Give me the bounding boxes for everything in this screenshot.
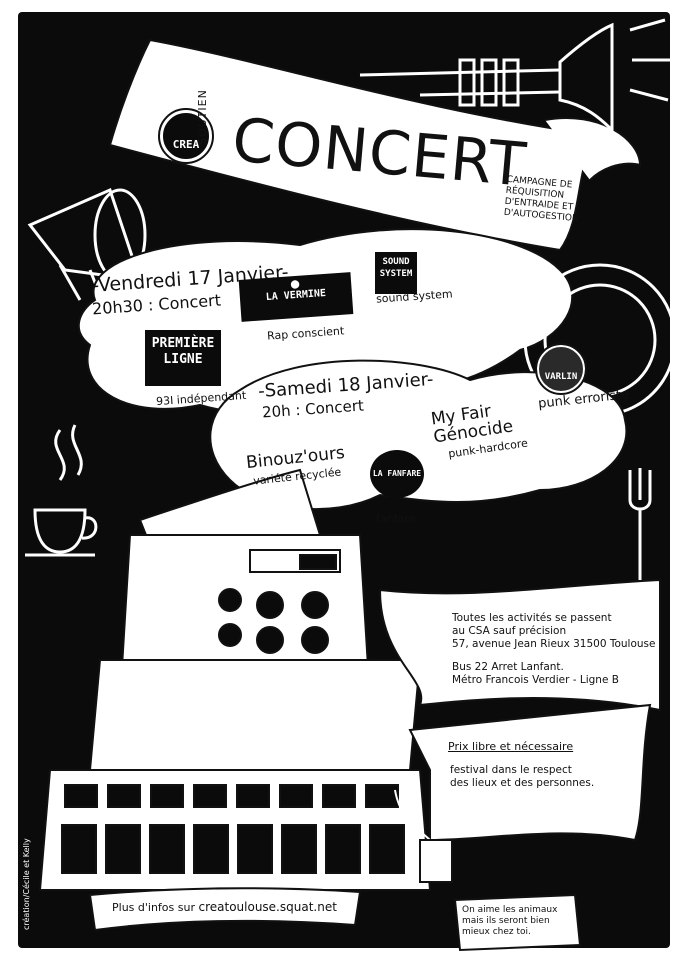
animals-note: On aime les animaux mais ils seront bien… <box>462 905 558 937</box>
animals-note-bg <box>453 893 582 952</box>
cash-register <box>38 534 432 891</box>
info-banner <box>378 578 661 712</box>
soutien-label: SOUTIEN <box>196 89 209 145</box>
la-fanfare-logo: LA FANFARE <box>370 450 424 498</box>
price-title: Prix libre et nécessaire <box>448 740 574 753</box>
day2-cloud <box>209 359 628 511</box>
crea-logo: CREA <box>158 108 214 164</box>
varlin-logo: VARLIN <box>535 343 587 395</box>
coffee-cup-icon <box>25 424 98 557</box>
campaign-subtitle: CAMPAGNE DE RÉQUISITION D'ENTRAIDE ET D'… <box>503 174 579 225</box>
price-description: festival dans le respect des lieux et de… <box>450 764 595 789</box>
price-banner <box>408 703 652 842</box>
premiere-ligne-logo: PREMIÈRE LIGNE <box>145 330 221 386</box>
title-banner <box>108 38 597 252</box>
sound-system-logo: SOUND SYSTEM <box>375 252 417 294</box>
la-fanfare-genre: fanfare <box>376 512 416 525</box>
la-vermine-logo: ● LA VERMINE <box>238 272 354 322</box>
banner-curl <box>544 117 642 181</box>
venue-info: Toutes les activités se passent au CSA s… <box>452 612 656 686</box>
credit-text: création/Cécile et Kelly <box>22 838 31 930</box>
footer-strip <box>88 887 362 932</box>
website-link[interactable]: creatoulouse.squat.net <box>198 900 337 914</box>
teabag-icon <box>394 789 453 883</box>
trumpet-icon <box>359 18 672 134</box>
fork-icon <box>628 468 652 580</box>
more-info-text: Plus d'infos sur creatoulouse.squat.net <box>112 900 337 914</box>
